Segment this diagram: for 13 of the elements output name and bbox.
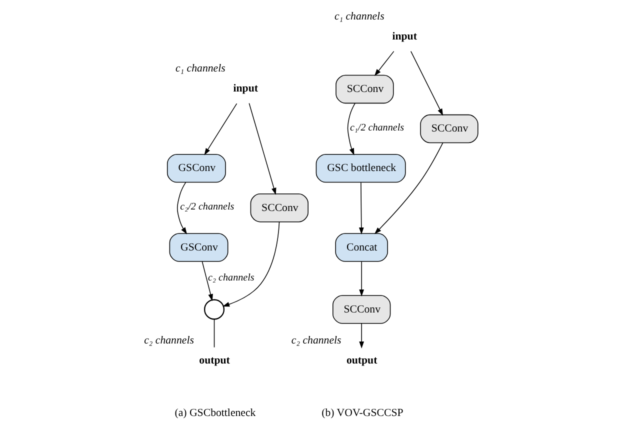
edge-label: c₂/2 channels [180,202,234,213]
node-text: input [232,82,258,94]
node-label: c₁ channels [334,10,384,23]
edge-label: c₂ channels [208,272,254,284]
node-label: c₁ channels [175,62,225,75]
label: (a) GSCbottleneck [174,407,256,420]
node-text: output [198,354,230,366]
node-label: c₂ channels [290,334,341,347]
node-text: input [392,30,416,42]
node-text: output [346,354,377,366]
edge-label: c₁/2 channels [349,122,404,134]
node-label: c₂ channels [144,334,194,347]
label: (b) VOV-GSCCSP [321,407,403,420]
